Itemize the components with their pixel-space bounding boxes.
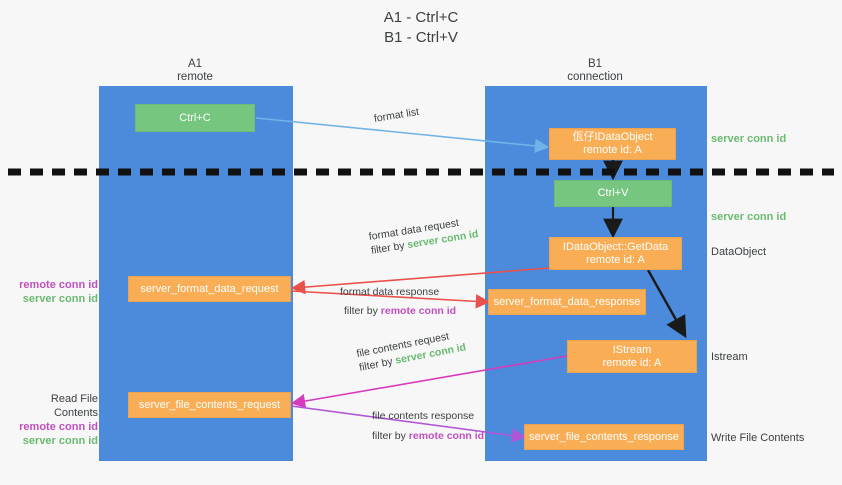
node-getdata-label: IDataObject::GetData (562, 240, 669, 253)
left-label-remote-conn-id: remote conn id (19, 279, 98, 291)
node-server-file-contents-request[interactable]: server_file_contents_request (128, 392, 291, 418)
node-server-format-data-response-label: server_format_data_response (493, 295, 641, 308)
node-istream-sub: remote id: A (602, 356, 662, 369)
column-header-b1-role: connection (567, 71, 623, 83)
right-label-dataobject: DataObject (711, 245, 766, 259)
column-header-a1-name: A1 (187, 58, 203, 70)
left-label-read-file-contents: Read File Contents remote conn id server… (6, 392, 98, 448)
arrow-label-format-data-response-l1: format data response (340, 286, 440, 298)
arrow-label-format-list: format list (373, 105, 420, 126)
arrow-label-format-data-response-l2: filter by remote conn id (340, 304, 456, 318)
right-label-server-conn-mid: server conn id (711, 210, 786, 224)
node-istream-label: IStream (612, 343, 652, 356)
left-label-server-conn-id: server conn id (22, 435, 98, 447)
arrow-label-file-contents-response-l1: file contents response (372, 410, 475, 422)
node-getdata-sub: remote id: A (586, 253, 645, 266)
key-remote-conn-id: remote conn id (408, 430, 485, 442)
node-idataobject-sub: remote id: A (583, 144, 642, 156)
node-getdata[interactable]: IDataObject::GetData remote id: A (549, 237, 682, 270)
right-label-istream-text: Istream (711, 351, 748, 363)
left-label-remote-conn-id: remote conn id (19, 421, 98, 433)
left-label-read-file-contents-text: Read File Contents (50, 393, 98, 419)
node-server-file-contents-request-label: server_file_contents_request (138, 398, 281, 411)
column-header-b1: B1 connection (530, 58, 660, 84)
column-header-b1-name: B1 (587, 58, 603, 70)
node-idataobject-label: 佤仔IDataObject (572, 131, 653, 143)
node-server-file-contents-response[interactable]: server_file_contents_response (524, 424, 684, 450)
arrow-label-format-list-text: format list (373, 105, 420, 125)
filter-by-prefix: filter by (372, 430, 409, 442)
arrow-label-file-contents-request: file contents request filter by server c… (355, 327, 468, 375)
right-label-server-conn-top: server conn id (711, 132, 786, 146)
right-label-server-conn-top-text: server conn id (711, 133, 787, 145)
node-ctrl-v[interactable]: Ctrl+V (554, 180, 672, 207)
left-label-server-conn-id: server conn id (22, 293, 98, 305)
right-label-dataobject-text: DataObject (711, 246, 767, 258)
right-label-server-conn-mid-text: server conn id (711, 211, 787, 223)
node-ctrl-v-label: Ctrl+V (597, 187, 629, 199)
node-server-format-data-response[interactable]: server_format_data_response (488, 289, 646, 315)
right-label-write-file-contents-text: Write File Contents (711, 432, 805, 444)
right-label-write-file-contents: Write File Contents (711, 431, 804, 445)
node-server-format-data-request-label: server_format_data_request (140, 282, 279, 295)
node-ctrl-c[interactable]: Ctrl+C (135, 104, 255, 132)
node-server-file-contents-response-label: server_file_contents_response (529, 430, 679, 443)
key-remote-conn-id: remote conn id (380, 305, 457, 317)
arrow-label-file-contents-response-l2: filter by remote conn id (372, 429, 484, 443)
node-server-format-data-request[interactable]: server_format_data_request (128, 276, 291, 302)
arrow-label-format-data-request: format data request filter by server con… (368, 213, 480, 258)
filter-by-prefix: filter by (344, 305, 381, 317)
arrow-label-format-data-response: format data response filter by remote co… (340, 285, 456, 318)
left-label-conn-pair-1: remote conn id server conn id (10, 278, 98, 306)
column-header-a1: A1 remote (130, 58, 260, 84)
node-idataobject[interactable]: 佤仔IDataObject remote id: A (549, 128, 676, 160)
page-title: A1 - Ctrl+C B1 - Ctrl+V (383, 9, 459, 46)
right-label-istream: Istream (711, 350, 748, 364)
node-istream[interactable]: IStream remote id: A (567, 340, 697, 373)
arrow-label-file-contents-response: file contents response filter by remote … (372, 409, 484, 443)
node-ctrl-c-label: Ctrl+C (179, 111, 211, 124)
column-header-a1-role: remote (177, 71, 213, 83)
